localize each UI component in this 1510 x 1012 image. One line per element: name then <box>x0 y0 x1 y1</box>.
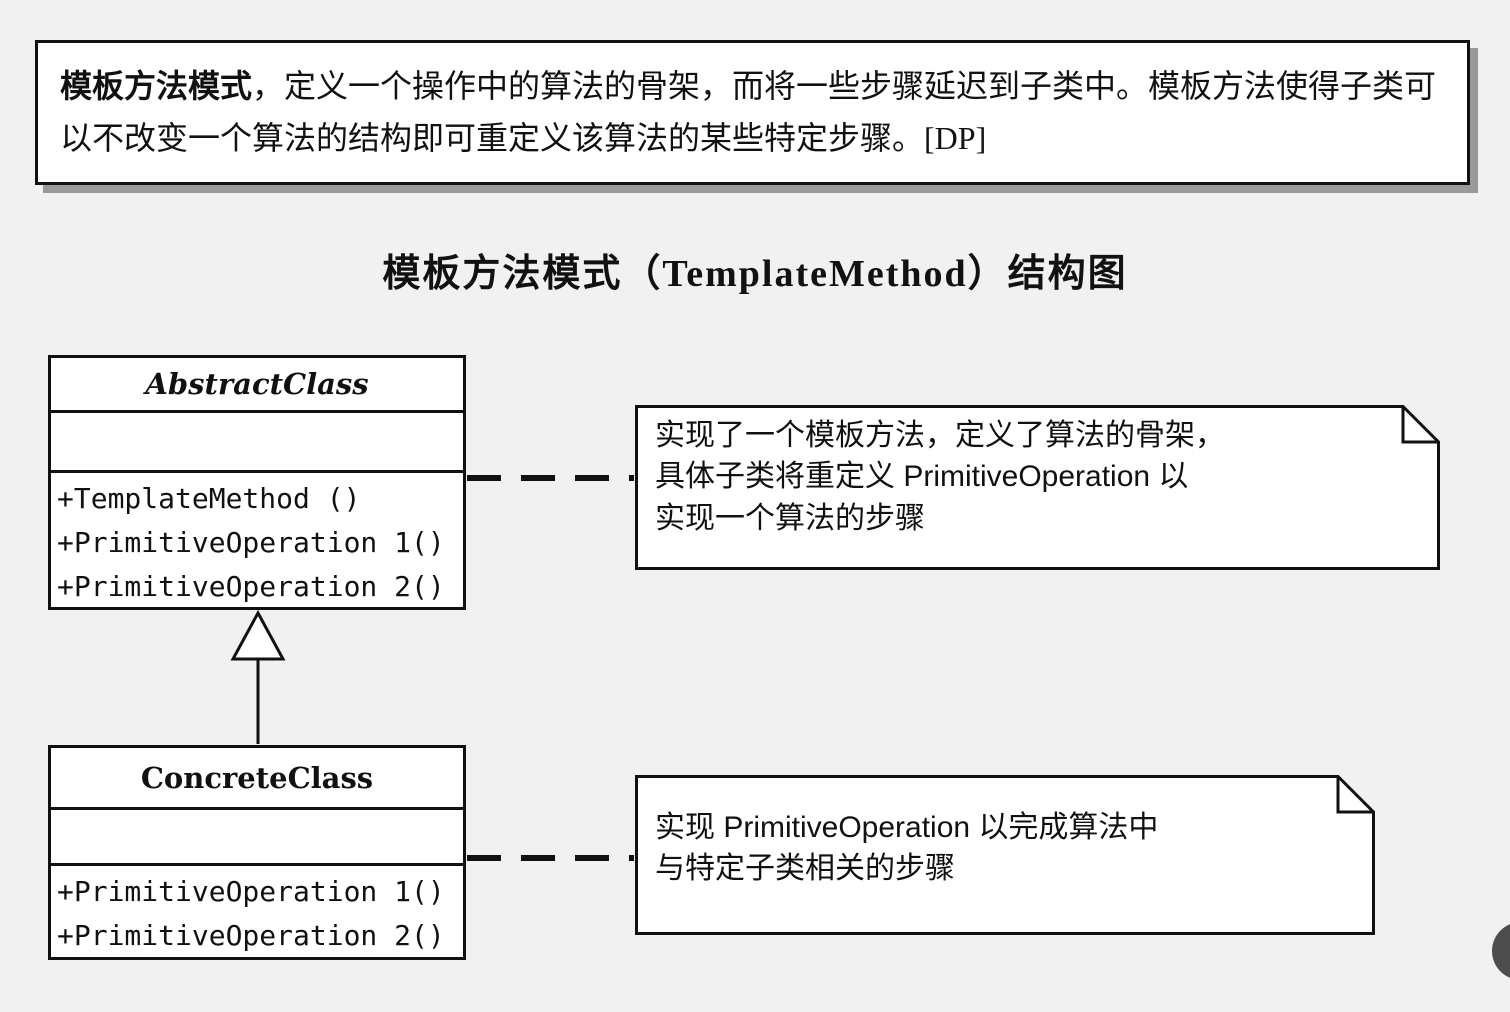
inheritance-triangle-icon <box>230 609 286 661</box>
concrete-class-attributes-compartment <box>51 810 463 866</box>
definition-body: ，定义一个操作中的算法的骨架，而将一些步骤延迟到子类中。模板方法使得子类可以不改… <box>60 67 1437 156</box>
class-box-concrete: ConcreteClass +PrimitiveOperation 1() +P… <box>48 745 466 960</box>
method-item: +TemplateMethod () <box>57 482 361 515</box>
uml-note-abstract: 实现了一个模板方法，定义了算法的骨架， 具体子类将重定义 PrimitiveOp… <box>635 405 1440 570</box>
concrete-class-methods-compartment: +PrimitiveOperation 1() +PrimitiveOperat… <box>51 866 463 958</box>
class-box-abstract: AbstractClass +TemplateMethod () +Primit… <box>48 355 466 610</box>
abstract-class-name: AbstractClass <box>145 367 369 401</box>
abstract-class-attributes-compartment <box>51 413 463 473</box>
method-item: +PrimitiveOperation 2() <box>57 919 445 952</box>
abstract-class-name-compartment: AbstractClass <box>51 358 463 413</box>
note-abstract-text: 实现了一个模板方法，定义了算法的骨架， 具体子类将重定义 PrimitiveOp… <box>655 419 1225 535</box>
concrete-class-name-compartment: ConcreteClass <box>51 748 463 810</box>
definition-lead: 模板方法模式 <box>60 67 253 104</box>
definition-text: 模板方法模式，定义一个操作中的算法的骨架，而将一些步骤延迟到子类中。模板方法使得… <box>38 55 1467 171</box>
concrete-class-name: ConcreteClass <box>140 760 374 795</box>
corner-dot-decoration <box>1492 922 1510 980</box>
definition-box: 模板方法模式，定义一个操作中的算法的骨架，而将一些步骤延迟到子类中。模板方法使得… <box>35 40 1470 185</box>
note-shape-icon <box>635 775 1375 935</box>
uml-note-concrete: 实现 PrimitiveOperation 以完成算法中 与特定子类相关的步骤 <box>635 775 1375 935</box>
method-item: +PrimitiveOperation 1() <box>57 875 445 908</box>
note-shape-icon <box>635 405 1440 570</box>
method-item: +PrimitiveOperation 2() <box>57 570 445 603</box>
structure-title: 模板方法模式（TemplateMethod）结构图 <box>382 253 1128 295</box>
abstract-class-methods-compartment: +TemplateMethod () +PrimitiveOperation 1… <box>51 473 463 609</box>
method-item: +PrimitiveOperation 1() <box>57 526 445 559</box>
note-concrete-text: 实现 PrimitiveOperation 以完成算法中 与特定子类相关的步骤 <box>655 811 1159 886</box>
